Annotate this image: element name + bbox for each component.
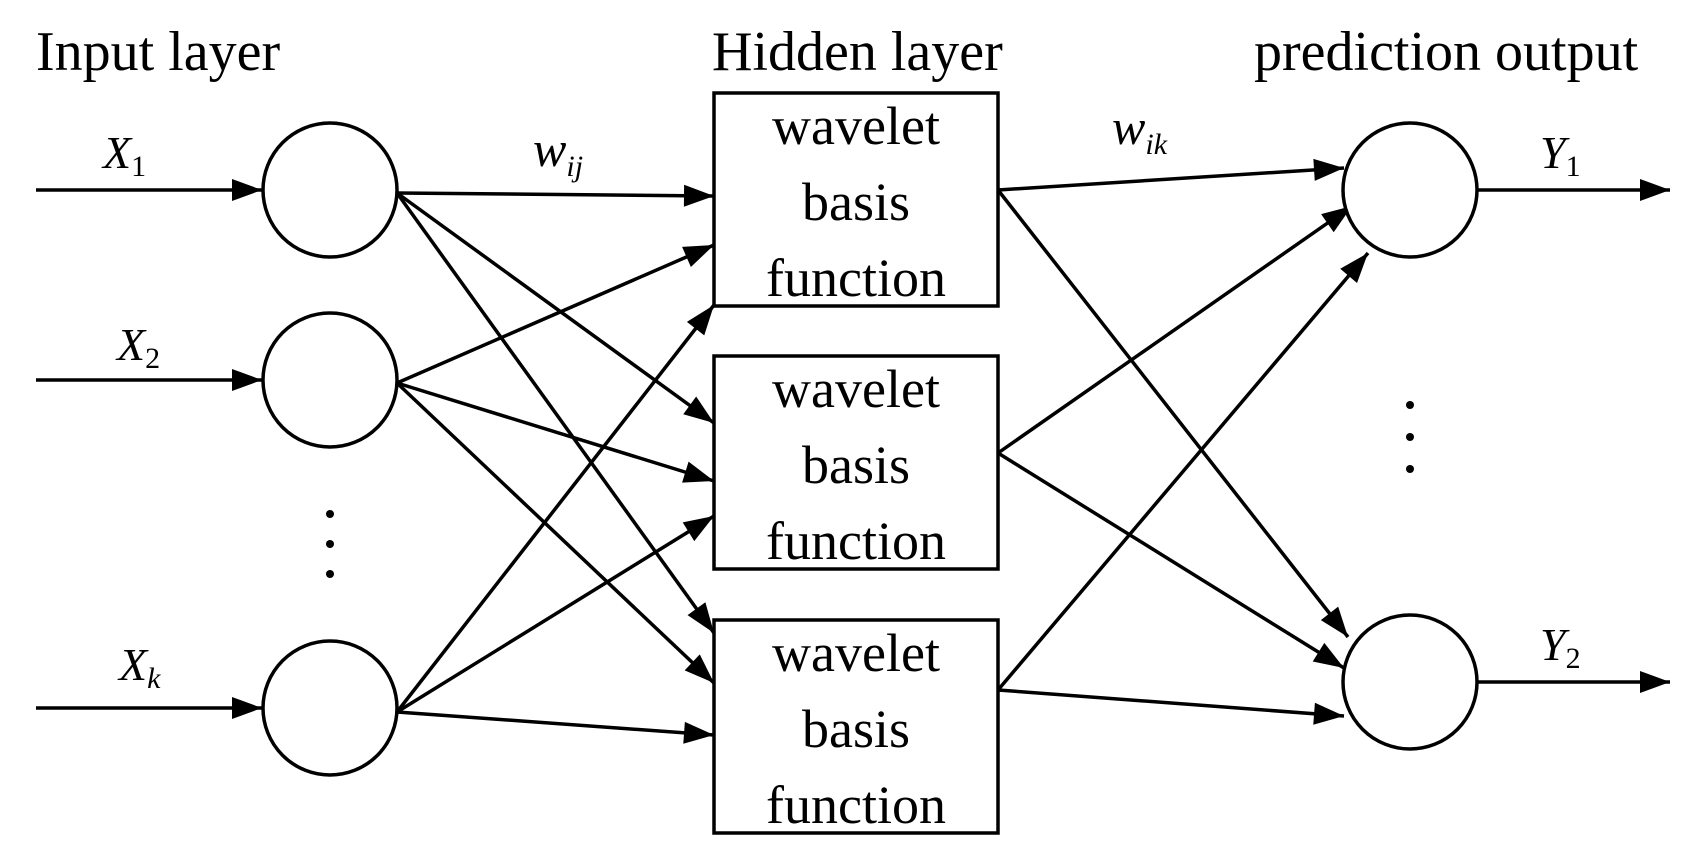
hidden-unit-2-line-2: basis [802,435,910,495]
edge-in2-h3 [395,381,716,685]
input-feed-2-arrowhead [232,369,262,391]
input-label-k: Xk [117,639,161,695]
output-node-1 [1341,121,1479,259]
edge-ink-h2-arrowhead [682,516,714,542]
hidden-unit-1-line-2: basis [802,172,910,232]
edge-h3-out1-arrowhead [1340,253,1368,284]
edge-h2-out1 [996,204,1354,455]
hidden-unit-3 [712,618,1000,835]
hidden-unit-2-line-1: wavelet [772,359,940,419]
connection-group [36,158,1670,744]
input-label-1: X1 [101,127,146,183]
edge-h1-out1 [997,166,1345,192]
edge-ink-h2 [396,514,715,714]
hidden-unit-3-line-2: basis [802,699,910,759]
hidden-unit-1 [712,91,1000,308]
input-node-k [261,639,399,777]
edge-h1-out2-arrowhead [1320,606,1348,637]
edge-h2-out1-arrowhead [1321,206,1352,233]
edge-ink-h3-arrowhead [683,721,714,744]
edge-in1-h1 [396,191,715,198]
hidden-unit-3-line-3: function [766,775,946,835]
edge-in2-h2 [396,381,715,483]
output-label-1: Y1 [1540,127,1581,183]
edge-in1-h2 [395,191,716,425]
output-label-2: Y2 [1540,619,1581,675]
edge-in1-h1-arrowhead [683,184,714,207]
edge-h3-out2-arrowhead [1313,702,1344,725]
edge-in1-h3-arrowhead [687,602,714,633]
input-node-1 [261,121,399,259]
output-feed-2-arrowhead [1640,671,1670,693]
edge-h2-out2-arrowhead [1312,642,1344,668]
input-node-2 [261,311,399,449]
edge-h3-out2 [997,688,1345,718]
edge-in2-h3-arrowhead [684,654,714,683]
edge-in2-h1 [396,243,715,385]
edge-ink-h3 [396,710,715,737]
edge-in1-h2-arrowhead [683,396,714,423]
output-feed-1-arrowhead [1640,179,1670,201]
edge-ink-h1 [395,303,716,714]
hidden-unit-2-line-3: function [766,511,946,571]
edge-in2-h2-arrowhead [682,461,714,483]
input-layer-title: Input layer [36,21,280,83]
prediction-output-title: prediction output [1254,21,1639,83]
input-ellipsis [326,510,334,578]
weight-label-wij: wij [533,121,583,183]
output-node-2 [1341,613,1479,751]
edge-ink-h1-arrowhead [686,305,714,336]
output-ellipsis [1406,401,1414,473]
input-feed-1-arrowhead [232,179,262,201]
edge-h2-out2 [997,451,1345,670]
input-feed-k-arrowhead [232,697,262,719]
edge-h1-out1-arrowhead [1313,158,1344,181]
hidden-unit-1-line-3: function [766,248,946,308]
weight-label-wik: wik [1112,99,1168,161]
edge-h1-out2 [996,188,1350,639]
edge-in1-h3 [395,191,716,635]
hidden-unit-2 [712,354,1000,571]
edge-h3-out1 [996,251,1370,692]
hidden-layer-title: Hidden layer [712,21,1003,83]
edge-in2-h1-arrowhead [682,245,714,268]
input-label-2: X2 [115,319,160,375]
hidden-unit-1-line-1: wavelet [772,96,940,156]
hidden-unit-3-line-1: wavelet [772,623,940,683]
